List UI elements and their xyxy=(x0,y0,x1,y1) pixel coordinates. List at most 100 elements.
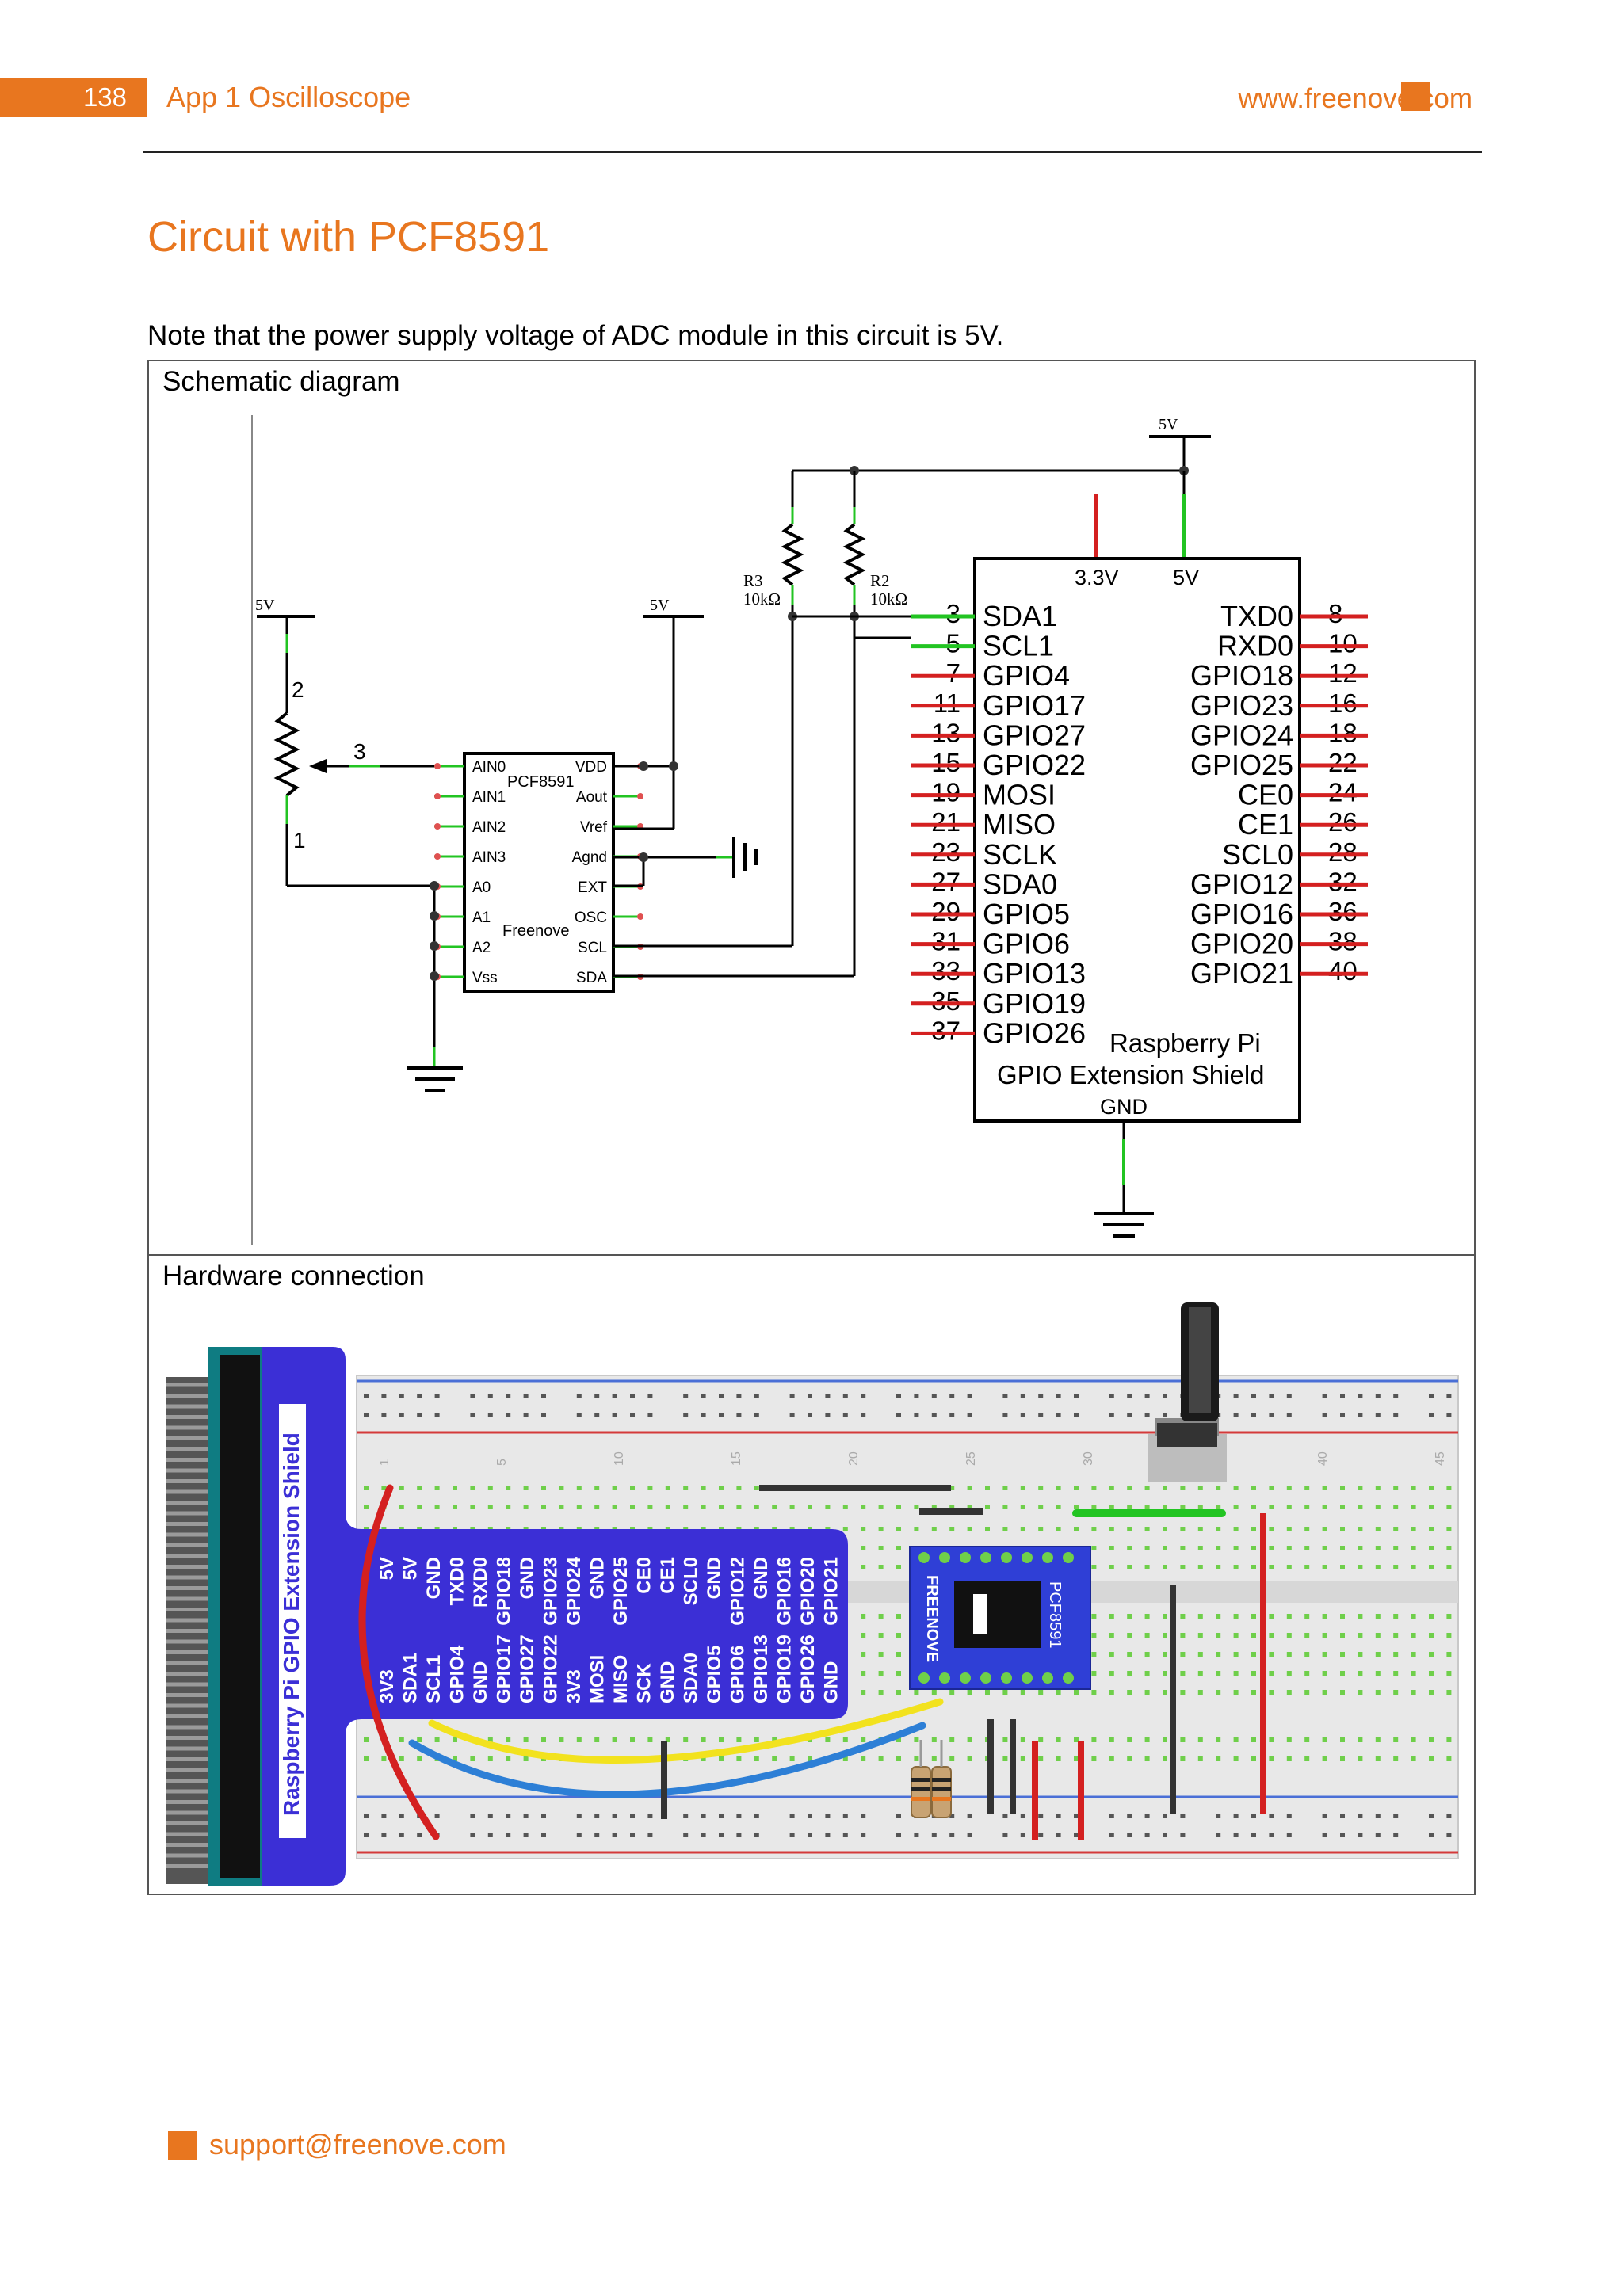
breadboard-hole xyxy=(1393,1505,1399,1509)
breadboard-hole xyxy=(364,1486,369,1490)
breadboard-hole xyxy=(1197,1671,1203,1676)
breadboard-hole xyxy=(1163,1413,1167,1417)
breadboard-hole xyxy=(1074,1394,1079,1398)
breadboard-hole xyxy=(1074,1505,1079,1509)
breadboard-hole xyxy=(506,1505,511,1509)
website-link[interactable]: www.freenove.com xyxy=(1238,83,1472,114)
breadboard-hole xyxy=(399,1413,404,1417)
breadboard-hole xyxy=(719,1737,724,1742)
support-email-link[interactable]: support@freenove.com xyxy=(209,2128,506,2161)
breadboard-hole xyxy=(1144,1756,1150,1761)
breadboard-hole xyxy=(825,1394,831,1398)
breadboard-hole xyxy=(1144,1546,1150,1550)
breadboard-hole xyxy=(1180,1546,1186,1550)
breadboard-hole xyxy=(1144,1413,1150,1417)
breadboard-hole xyxy=(1020,1413,1025,1417)
breadboard-hole xyxy=(967,1814,972,1818)
breadboard-hole xyxy=(487,1413,493,1417)
breadboard-hole xyxy=(1375,1565,1381,1569)
breadboard-hole xyxy=(1216,1690,1221,1695)
breadboard-hole xyxy=(594,1505,600,1509)
breadboard-hole xyxy=(541,1486,546,1490)
board-pin-top: GND xyxy=(423,1557,445,1599)
breadboard-hole xyxy=(1340,1814,1345,1818)
breadboard-hole xyxy=(1375,1505,1381,1509)
breadboard-hole xyxy=(364,1833,369,1837)
board-pin-bottom: 3V3 xyxy=(563,1669,585,1703)
breadboard-hole xyxy=(878,1505,884,1509)
breadboard-hole xyxy=(434,1737,440,1742)
shield-pin-txd0: TXD0 xyxy=(1220,600,1293,632)
breadboard-hole xyxy=(1393,1486,1399,1490)
breadboard-hole xyxy=(878,1756,884,1761)
breadboard-hole xyxy=(1429,1486,1434,1490)
breadboard-hole xyxy=(1304,1652,1310,1657)
module-pin xyxy=(1063,1672,1074,1684)
breadboard-hole xyxy=(487,1505,493,1509)
breadboard-hole xyxy=(861,1756,866,1761)
breadboard-hole xyxy=(878,1614,884,1619)
breadboard-hole xyxy=(1056,1394,1061,1398)
breadboard-hole xyxy=(1127,1737,1132,1742)
breadboard-hole xyxy=(861,1652,866,1657)
board-pin-bottom: GPIO26 xyxy=(797,1634,819,1703)
breadboard-hole xyxy=(1233,1652,1239,1657)
breadboard-hole xyxy=(1233,1756,1239,1761)
shield-pin-number: 36 xyxy=(1328,897,1358,926)
breadboard-hole xyxy=(1304,1690,1310,1695)
breadboard-hole xyxy=(417,1737,422,1742)
shield-pin-number: 35 xyxy=(931,986,960,1016)
breadboard-hole xyxy=(1375,1413,1381,1417)
breadboard-hole xyxy=(754,1413,759,1417)
shield-pin-number: 10 xyxy=(1328,629,1358,658)
breadboard-hole xyxy=(719,1413,724,1417)
breadboard-hole xyxy=(1180,1833,1186,1837)
breadboard-hole xyxy=(1340,1690,1345,1695)
pot-pin-3: 3 xyxy=(353,739,366,764)
breadboard-hole xyxy=(1340,1486,1345,1490)
shield-pin-number: 29 xyxy=(931,897,960,926)
breadboard-hole xyxy=(1251,1565,1256,1569)
breadboard-hole xyxy=(399,1394,404,1398)
breadboard-hole xyxy=(576,1737,582,1742)
breadboard-hole xyxy=(1180,1737,1186,1742)
breadboard-hole xyxy=(487,1394,493,1398)
breadboard-hole xyxy=(1216,1652,1221,1657)
breadboard-hole xyxy=(896,1633,901,1638)
breadboard-hole xyxy=(1322,1633,1327,1638)
breadboard-hole xyxy=(1233,1505,1239,1509)
breadboard-hole xyxy=(1411,1614,1416,1619)
breadboard-hole xyxy=(1197,1614,1203,1619)
breadboard-hole xyxy=(1251,1413,1256,1417)
breadboard-hole xyxy=(399,1756,404,1761)
breadboard-hole xyxy=(1020,1486,1025,1490)
breadboard-hole xyxy=(417,1756,422,1761)
breadboard-hole xyxy=(1002,1527,1008,1531)
breadboard-hole xyxy=(1358,1833,1363,1837)
breadboard-hole xyxy=(1127,1833,1132,1837)
board-pin-bottom: GPIO4 xyxy=(447,1645,468,1703)
breadboard-hole xyxy=(967,1737,972,1742)
shield-pin-gpio24: GPIO24 xyxy=(1190,719,1293,751)
chip-left-pin-dot xyxy=(434,823,441,830)
chip-name: PCF8591 xyxy=(507,773,575,791)
shield-pin-gpio13: GPIO13 xyxy=(983,957,1086,990)
shield-pin-number: 5 xyxy=(946,629,960,658)
breadboard-hole xyxy=(1074,1690,1079,1695)
breadboard-hole xyxy=(1127,1652,1132,1657)
shield-pin-gpio19: GPIO19 xyxy=(983,987,1086,1020)
breadboard-hole xyxy=(896,1527,901,1531)
column-number: 10 xyxy=(613,1451,626,1466)
circuit-table xyxy=(147,360,1476,1895)
breadboard-hole xyxy=(683,1486,689,1490)
chip-pin-ain0: AIN0 xyxy=(472,759,506,776)
breadboard-hole xyxy=(1056,1756,1061,1761)
breadboard-hole xyxy=(1375,1527,1381,1531)
breadboard-hole xyxy=(1163,1614,1167,1619)
pot-5v-label: 5V xyxy=(255,597,275,614)
breadboard-hole xyxy=(594,1486,600,1490)
module-name: PCF8591 xyxy=(1046,1581,1064,1649)
breadboard-hole xyxy=(1358,1690,1363,1695)
board-pin-top: CE1 xyxy=(657,1557,678,1594)
breadboard-hole xyxy=(1251,1527,1256,1531)
